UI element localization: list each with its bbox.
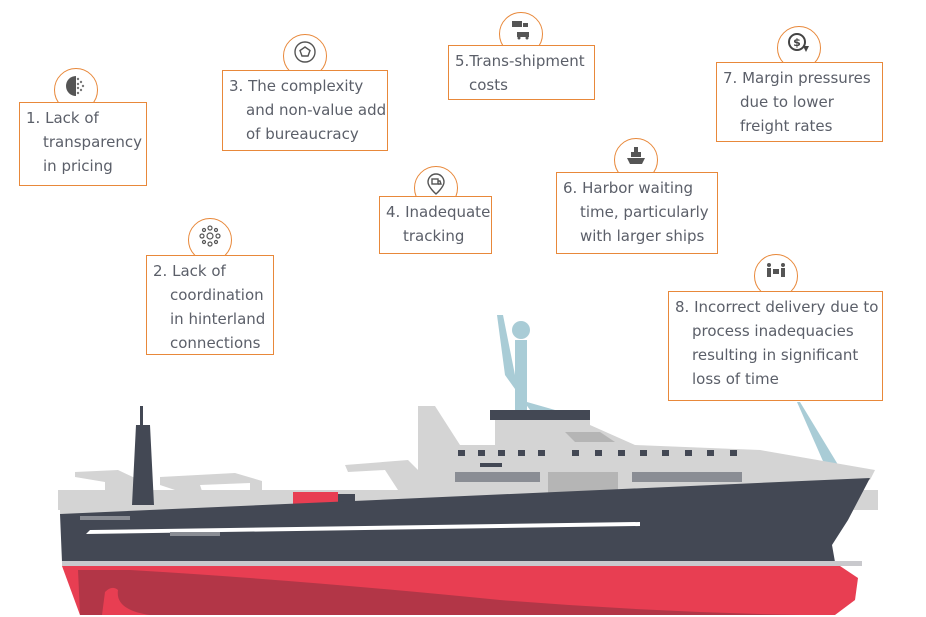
hull — [60, 478, 870, 562]
challenge-text: Harbor waiting — [582, 179, 694, 197]
network-nodes-icon — [199, 225, 221, 247]
radar — [515, 340, 527, 410]
challenge-box-8: 8. Incorrect delivery due to process ina… — [668, 291, 883, 401]
funnel — [132, 406, 154, 505]
dodecahedron-icon — [294, 41, 316, 63]
ship-icon — [627, 147, 645, 164]
challenge-number: 6. — [563, 179, 578, 197]
bow-mast — [797, 402, 840, 468]
challenge-box-6: 6. Harbor waiting time, particularly wit… — [556, 172, 718, 254]
challenge-text: connections — [170, 334, 261, 352]
icon-circle-2 — [188, 218, 232, 262]
icon-circle-8 — [754, 254, 798, 298]
container-red — [293, 492, 338, 505]
challenge-text: costs — [469, 76, 508, 94]
challenge-box-1: 1. Lack of transparency in pricing — [19, 102, 147, 186]
hull-red-shadow — [78, 570, 800, 615]
challenge-text: resulting in significant — [692, 346, 859, 364]
challenge-text: Incorrect delivery due to — [694, 298, 879, 316]
challenge-box-7: 7. Margin pressures due to lower freight… — [716, 62, 883, 142]
challenge-text: coordination — [170, 286, 264, 304]
mast — [497, 315, 555, 410]
challenge-box-2: 2. Lack of coordination in hinterland co… — [146, 255, 274, 355]
challenge-text: Lack of — [45, 109, 99, 127]
challenge-box-4: 4. Inadequate tracking — [379, 196, 492, 254]
challenge-number: 5. — [455, 52, 470, 70]
svg-text:$: $ — [793, 36, 801, 49]
challenge-text: and non-value add — [246, 101, 387, 119]
dollar-down-icon: $ — [788, 33, 809, 52]
challenge-text: with larger ships — [580, 227, 705, 245]
challenge-number: 1. — [26, 109, 41, 127]
challenge-text: freight rates — [740, 117, 833, 135]
challenge-text: in pricing — [43, 157, 113, 175]
challenge-number: 3. — [229, 77, 244, 95]
challenge-text: Inadequate — [405, 203, 491, 221]
challenge-text: in hinterland — [170, 310, 266, 328]
truck-location-icon — [427, 173, 445, 195]
challenge-text: transparency — [43, 133, 142, 151]
challenge-box-3: 3. The complexity and non-value add of b… — [222, 70, 388, 151]
truck-crane-icon — [512, 21, 529, 40]
challenge-number: 2. — [153, 262, 168, 280]
challenge-text: time, particularly — [580, 203, 709, 221]
challenge-text: loss of time — [692, 370, 779, 388]
delivery-people-icon — [767, 263, 785, 277]
half-dotted-circle-icon — [66, 76, 85, 96]
challenge-text: due to lower — [740, 93, 834, 111]
challenge-text: Trans-shipment — [469, 52, 585, 70]
challenge-text: Margin pressures — [742, 69, 871, 87]
challenge-box-5: 5.Trans-shipment costs — [448, 45, 595, 100]
challenge-number: 7. — [723, 69, 738, 87]
challenge-text: of bureaucracy — [246, 125, 359, 143]
challenge-number: 8. — [675, 298, 690, 316]
challenge-text: tracking — [403, 227, 465, 245]
challenge-text: process inadequacies — [692, 322, 854, 340]
challenge-text: Lack of — [172, 262, 226, 280]
challenge-text: The complexity — [248, 77, 364, 95]
challenge-number: 4. — [386, 203, 401, 221]
